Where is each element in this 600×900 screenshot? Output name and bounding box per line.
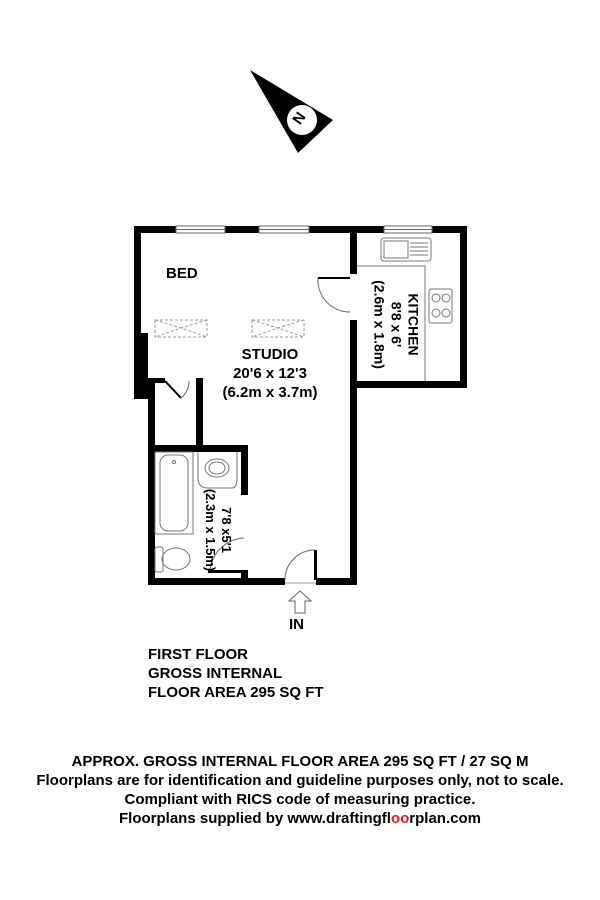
floor-info-line2: GROSS INTERNAL bbox=[148, 665, 283, 682]
studio-size-imperial: 20'6 x 12'3 bbox=[233, 365, 307, 382]
bathroom-fixtures bbox=[154, 451, 238, 573]
bathroom-size-imperial: 7'8 x5'1 bbox=[219, 507, 234, 553]
footer-area: APPROX. GROSS INTERNAL FLOOR AREA 295 SQ… bbox=[71, 753, 529, 770]
doors bbox=[164, 277, 351, 584]
kitchen-size-imperial: 8'8 x 6' bbox=[388, 301, 405, 348]
room-label-bathroom: 7'8 x5'1 (2.3m x 1.5m) bbox=[202, 470, 234, 590]
skylights bbox=[154, 319, 305, 338]
kitchen-name: KITCHEN bbox=[405, 293, 422, 356]
supplier-suffix: rplan.com bbox=[409, 810, 481, 827]
bathroom-size-metric: (2.3m x 1.5m) bbox=[203, 488, 218, 572]
kitchen-fixtures bbox=[357, 237, 453, 381]
supplier-prefix: Floorplans supplied by www.draftingfl bbox=[119, 810, 391, 827]
room-label-kitchen: KITCHEN 8'8 x 6' (2.6m x 1.8m) bbox=[371, 255, 422, 395]
north-arrow-icon bbox=[250, 70, 333, 153]
studio-size-metric: (6.2m x 3.7m) bbox=[222, 384, 318, 401]
kitchen-size-metric: (2.6m x 1.8m) bbox=[371, 280, 388, 369]
studio-name: STUDIO bbox=[241, 346, 299, 363]
floor-info-line1: FIRST FLOOR bbox=[148, 646, 248, 663]
footer-disclaimer: APPROX. GROSS INTERNAL FLOOR AREA 295 SQ… bbox=[0, 752, 600, 828]
floor-info: FIRST FLOOR GROSS INTERNAL FLOOR AREA 29… bbox=[148, 645, 324, 702]
footer-guideline: Floorplans are for identification and gu… bbox=[36, 772, 564, 789]
entrance-label: IN bbox=[289, 616, 304, 633]
footer-supplier: Floorplans supplied by www.draftingfloor… bbox=[0, 809, 600, 828]
walls bbox=[134, 226, 467, 585]
room-label-studio: STUDIO 20'6 x 12'3 (6.2m x 3.7m) bbox=[200, 345, 340, 402]
supplier-highlight: oo bbox=[390, 810, 410, 827]
floor-info-line3: FLOOR AREA 295 SQ FT bbox=[148, 684, 324, 701]
windows bbox=[175, 225, 433, 234]
room-label-bed: BED bbox=[166, 265, 198, 282]
entrance-arrow-icon bbox=[287, 590, 313, 614]
footer-rics: Compliant with RICS code of measuring pr… bbox=[124, 791, 476, 808]
